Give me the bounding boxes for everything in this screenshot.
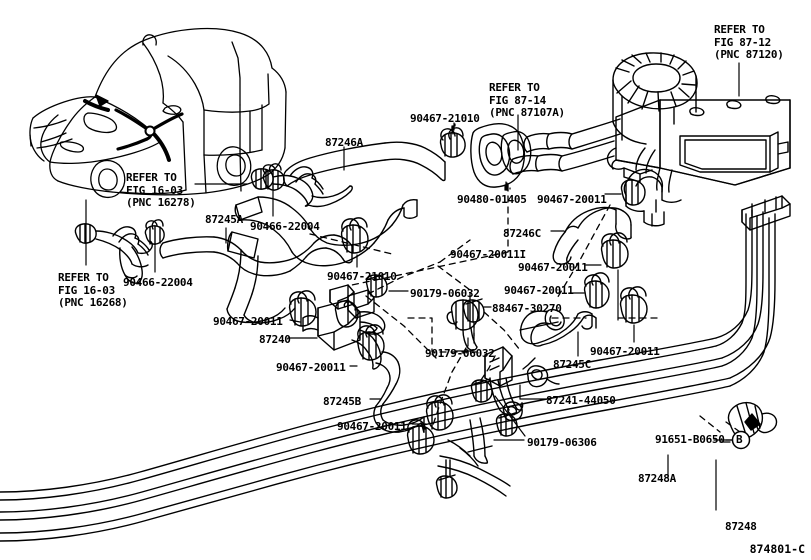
label-91651-B0650: 91651-B0650: [655, 433, 725, 446]
balloon-B-label: B: [736, 433, 743, 446]
label-refer-fig-16-03-a: REFER TO FIG 16-03 (PNC 16278): [126, 171, 196, 209]
label-87241-44050: 87241-44050: [546, 394, 616, 407]
label-88467-30270: 88467-30270: [492, 302, 562, 315]
connector-lower-linkage: [467, 417, 493, 464]
label-87246C: 87246C: [503, 227, 541, 240]
label-87248A: 87248A: [638, 472, 676, 485]
grommet-90480-01405: [470, 123, 532, 188]
assembly-dashed-lines: [309, 184, 741, 433]
hose-87245A: [159, 231, 353, 324]
figure-id: 874801-C: [749, 542, 805, 556]
label-90467-20011-r3: 90467-20011: [504, 284, 574, 297]
connector-pipes-87107A: [509, 118, 621, 175]
label-90467-20011-r2: 90467-20011: [518, 261, 588, 274]
label-90466-22004-a: 90466-22004: [250, 220, 320, 233]
nut-90179-06032-a: [365, 273, 388, 298]
label-refer-fig-87-12: REFER TO FIG 87-12 (PNC 87120): [714, 23, 784, 61]
label-90467-20011-r4: 90467-20011: [590, 345, 660, 358]
clip-lower-center: [495, 412, 518, 437]
hose-87245C: [519, 308, 597, 347]
label-87240: 87240: [259, 333, 291, 346]
valve-87240: [302, 284, 386, 370]
clip-90467-20011-r1: [620, 179, 646, 206]
label-refer-fig-87-14: REFER TO FIG 87-14 (PNC 87107A): [489, 81, 565, 119]
label-87245A: 87245A: [205, 213, 243, 226]
vehicle-hose-arrow: [95, 94, 109, 107]
label-refer-fig-16-03-b: REFER TO FIG 16-03 (PNC 16268): [58, 271, 128, 309]
label-90179-06306: 90179-06306: [527, 436, 597, 449]
clip-90467-20011-r4: [619, 286, 648, 324]
clip-90467-20011-l1: [288, 290, 317, 327]
clip-90467-20011-l3: [425, 394, 454, 431]
label-87246A: 87246A: [325, 136, 363, 149]
clip-90467-20011-l2: [356, 324, 385, 361]
clip-90467-21010-upper: [439, 127, 466, 158]
clip-90466-22004-a: [262, 163, 285, 191]
label-90467-20011-l2: 90467-20011: [276, 361, 346, 374]
clip-90467-21010-b: [340, 217, 369, 254]
label-90179-06032-b: 90179-06032: [425, 347, 495, 360]
label-90466-22004-b: 90466-22004: [123, 276, 193, 289]
label-90467-21010-a: 90467-21010: [410, 112, 480, 125]
label-90467-20011-l1: 90467-20011: [213, 315, 283, 328]
label-90467-20011-l3: 90467-20011: [337, 420, 407, 433]
label-87245C: 87245C: [553, 358, 591, 371]
label-90480-01405: 90480-01405: [457, 193, 527, 206]
grommet-88467-30270: [446, 299, 479, 351]
clip-bottom-left: [406, 419, 435, 455]
label-90467-21010-b: 90467-21010: [327, 270, 397, 283]
label-90467-20011-r1: 90467-20011: [537, 193, 607, 206]
label-90467-20011I: 90467-20011I: [450, 248, 526, 261]
clip-90467-20011-r3: [583, 272, 610, 309]
label-90179-06032-a: 90179-06032: [410, 287, 480, 300]
label-87248: 87248: [725, 520, 757, 533]
clip-90467-20011-r2: [600, 232, 629, 269]
connector-bracket-to-pipes: [437, 439, 511, 497]
heater-unit-87120: [606, 52, 791, 193]
label-87245B: 87245B: [323, 395, 361, 408]
clip-90466-22004-b: [144, 219, 165, 246]
part-connector-16268: [74, 223, 153, 284]
